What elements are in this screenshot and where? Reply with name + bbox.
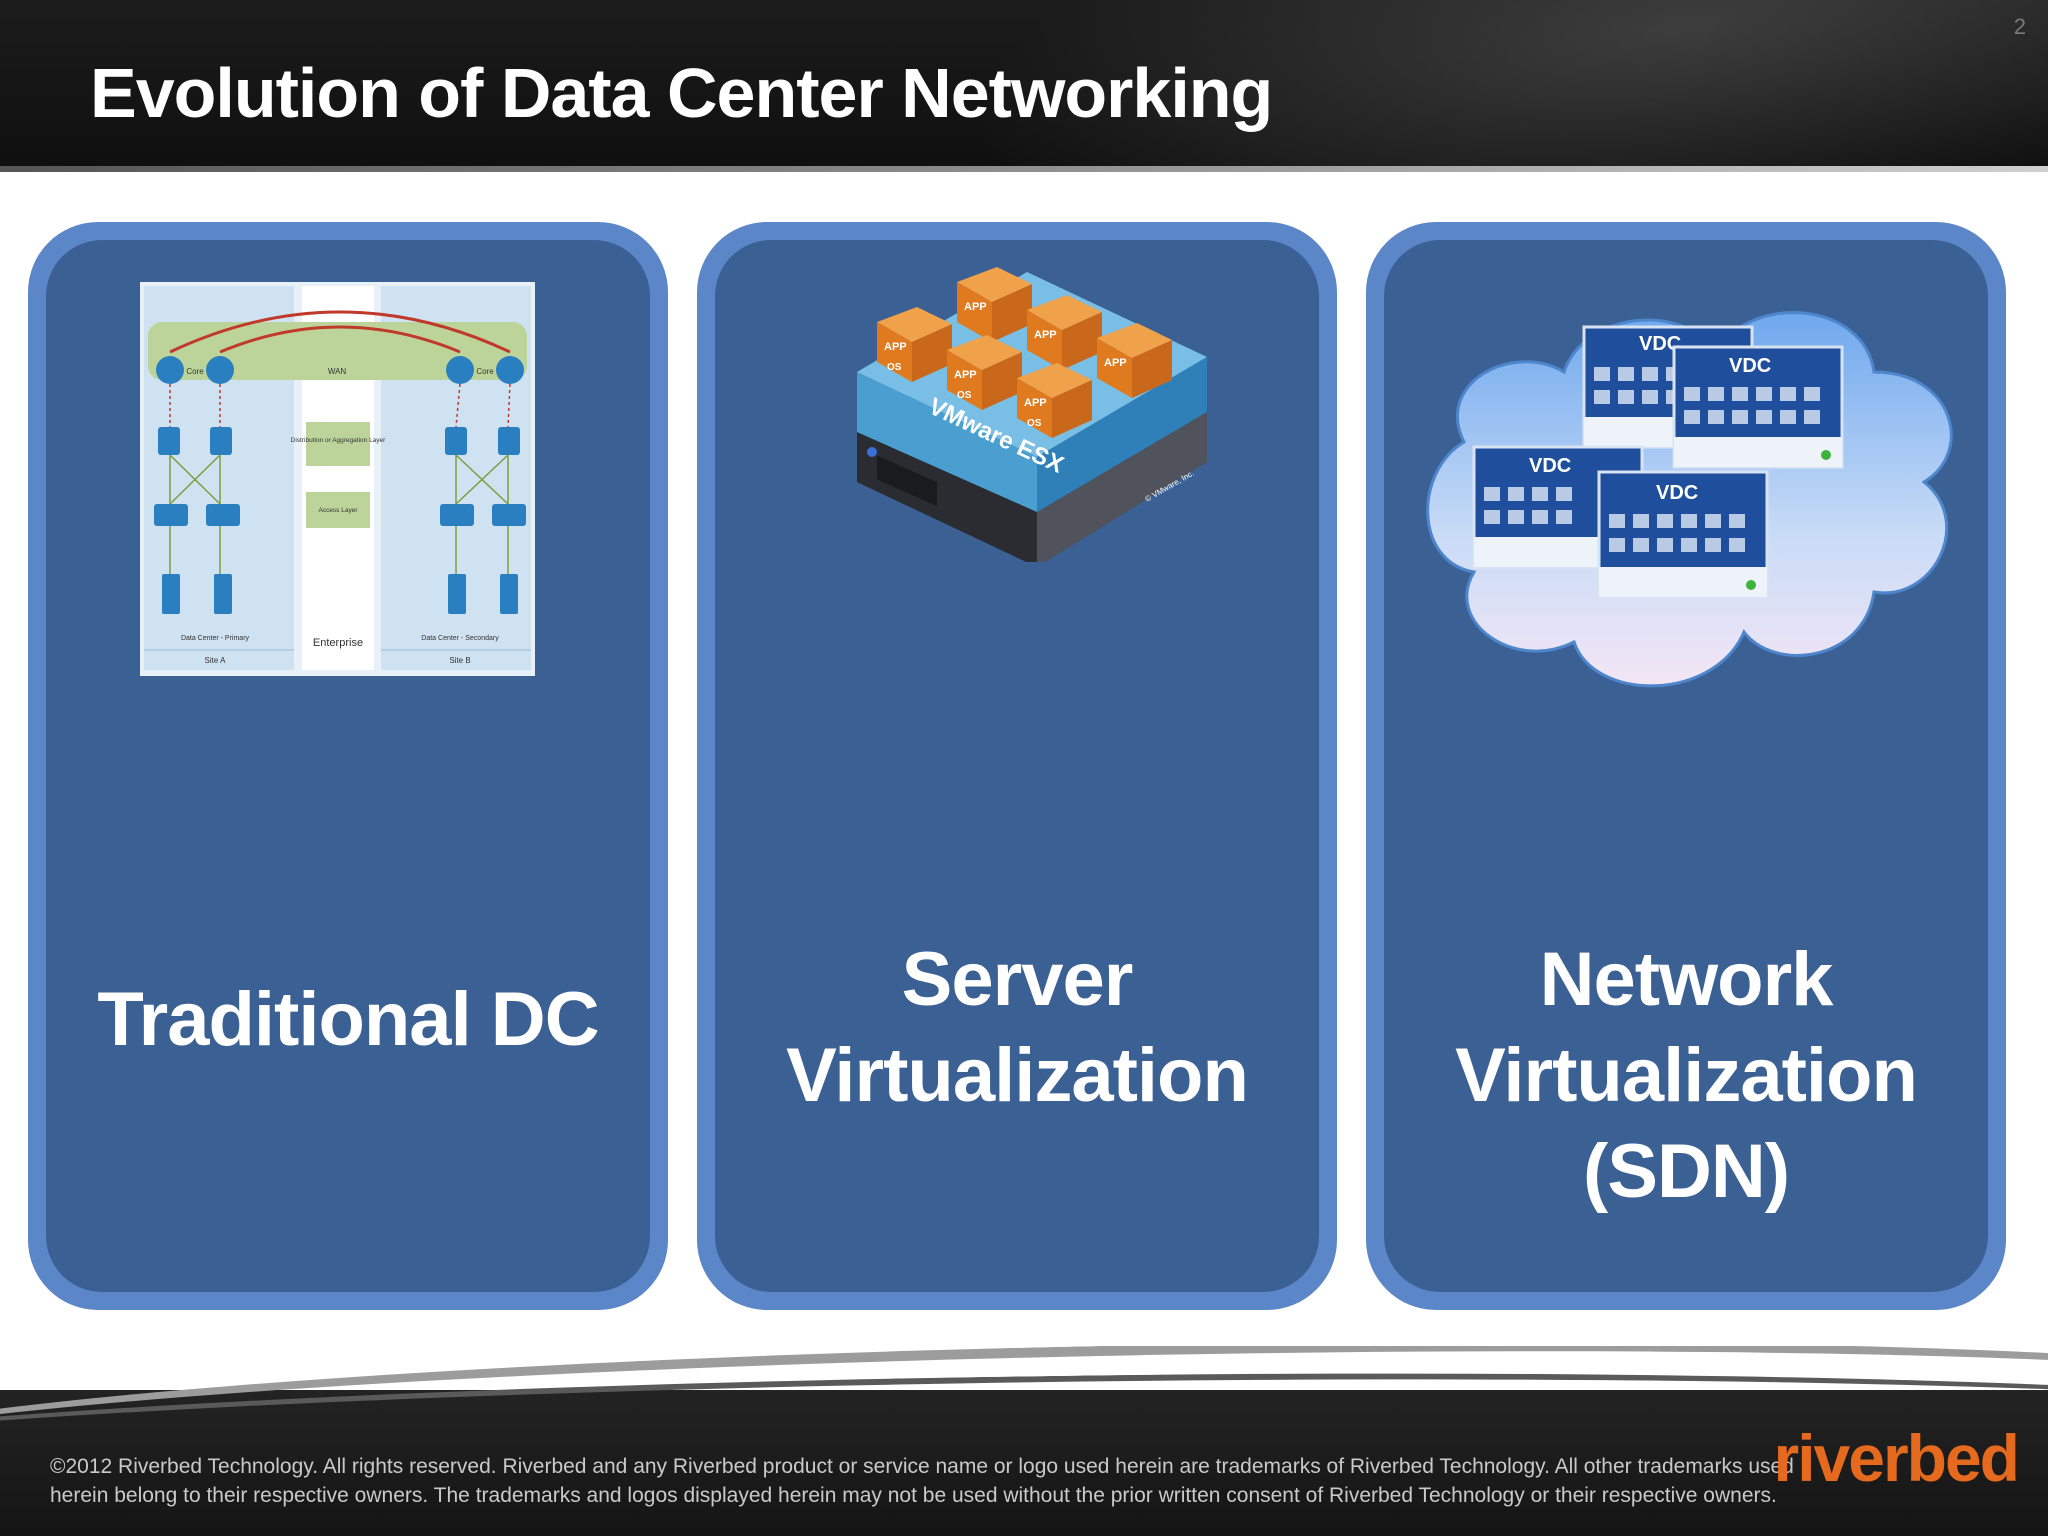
label-line: Traditional DC	[97, 977, 599, 1062]
label-enterprise: Enterprise	[313, 637, 363, 649]
box-os-label: OS	[957, 390, 972, 401]
label-line: Virtualization	[1455, 1033, 1918, 1118]
vm-box: APP OS	[877, 307, 952, 382]
panel-traditional-dc: Core WAN Core Distribution or Aggregatio…	[28, 222, 668, 1310]
vdc-title: VDC	[1656, 482, 1698, 504]
label-line: Server	[901, 937, 1134, 1022]
riverbed-logo: riverbed	[1773, 1421, 2020, 1495]
box-app-label: APP	[1034, 329, 1057, 341]
box-app-label: APP	[884, 341, 907, 353]
slide-footer: ©2012 Riverbed Technology. All rights re…	[0, 1346, 2048, 1536]
vm-box: APP OS	[947, 335, 1022, 410]
slide-header: Evolution of Data Center Networking 2	[0, 0, 2048, 172]
vdc-window: VDC	[1672, 345, 1844, 469]
box-app-label: APP	[1104, 357, 1127, 369]
vm-box: APP	[957, 267, 1032, 342]
panel-server-virtualization: VMware ESX © VMware, Inc. APP APP APP AP…	[697, 222, 1337, 1310]
box-app-label: APP	[964, 301, 987, 313]
header-edge	[0, 166, 2048, 172]
vdc-title: VDC	[1639, 333, 1681, 355]
label-distribution: Distribution or Aggregation Layer	[291, 437, 387, 444]
panel-label: Traditional DC	[28, 972, 668, 1068]
label-site-a: Site A	[205, 656, 227, 665]
copyright-line: herein belong to their respective owners…	[50, 1484, 1777, 1507]
label-line: Virtualization	[786, 1033, 1249, 1118]
vm-box: APP	[1027, 295, 1102, 370]
vmware-esx-illustration: VMware ESX © VMware, Inc. APP APP APP AP…	[857, 267, 1207, 562]
panel-label: Network Virtualization (SDN)	[1366, 932, 2006, 1220]
panel-label: Server Virtualization	[697, 932, 1337, 1124]
cloud-vdc-illustration: VDC VDC VDC VDC	[1426, 311, 1953, 688]
vm-box: APP OS	[1017, 363, 1092, 438]
label-core-left: Core	[186, 367, 204, 376]
vdc-title: VDC	[1729, 355, 1771, 377]
copyright-line: ©2012 Riverbed Technology. All rights re…	[50, 1455, 1794, 1478]
box-app-label: APP	[954, 369, 977, 381]
page-number: 2	[2013, 14, 2026, 39]
label-access: Access Layer	[318, 507, 358, 514]
label-site-b: Site B	[449, 656, 470, 665]
label-dc-primary: Data Center - Primary	[181, 635, 250, 642]
box-os-label: OS	[1027, 418, 1042, 429]
traditional-dc-diagram: Core WAN Core Distribution or Aggregatio…	[140, 282, 535, 676]
panel-network-virtualization: VDC VDC VDC VDC Network Virtualization (…	[1366, 222, 2006, 1310]
vm-box: APP	[1097, 323, 1172, 398]
label-core-right: Core	[476, 367, 494, 376]
copyright-text: ©2012 Riverbed Technology. All rights re…	[50, 1452, 1794, 1510]
footer-bar	[0, 1390, 2048, 1536]
vdc-title: VDC	[1529, 455, 1571, 477]
label-line: Network	[1539, 937, 1834, 1022]
vdc-window: VDC	[1597, 470, 1769, 599]
box-app-label: APP	[1024, 397, 1047, 409]
label-wan: WAN	[328, 367, 347, 376]
box-os-label: OS	[887, 362, 902, 373]
label-line: (SDN)	[1582, 1129, 1790, 1214]
slide-title: Evolution of Data Center Networking	[90, 54, 1273, 132]
label-dc-secondary: Data Center - Secondary	[421, 635, 499, 642]
